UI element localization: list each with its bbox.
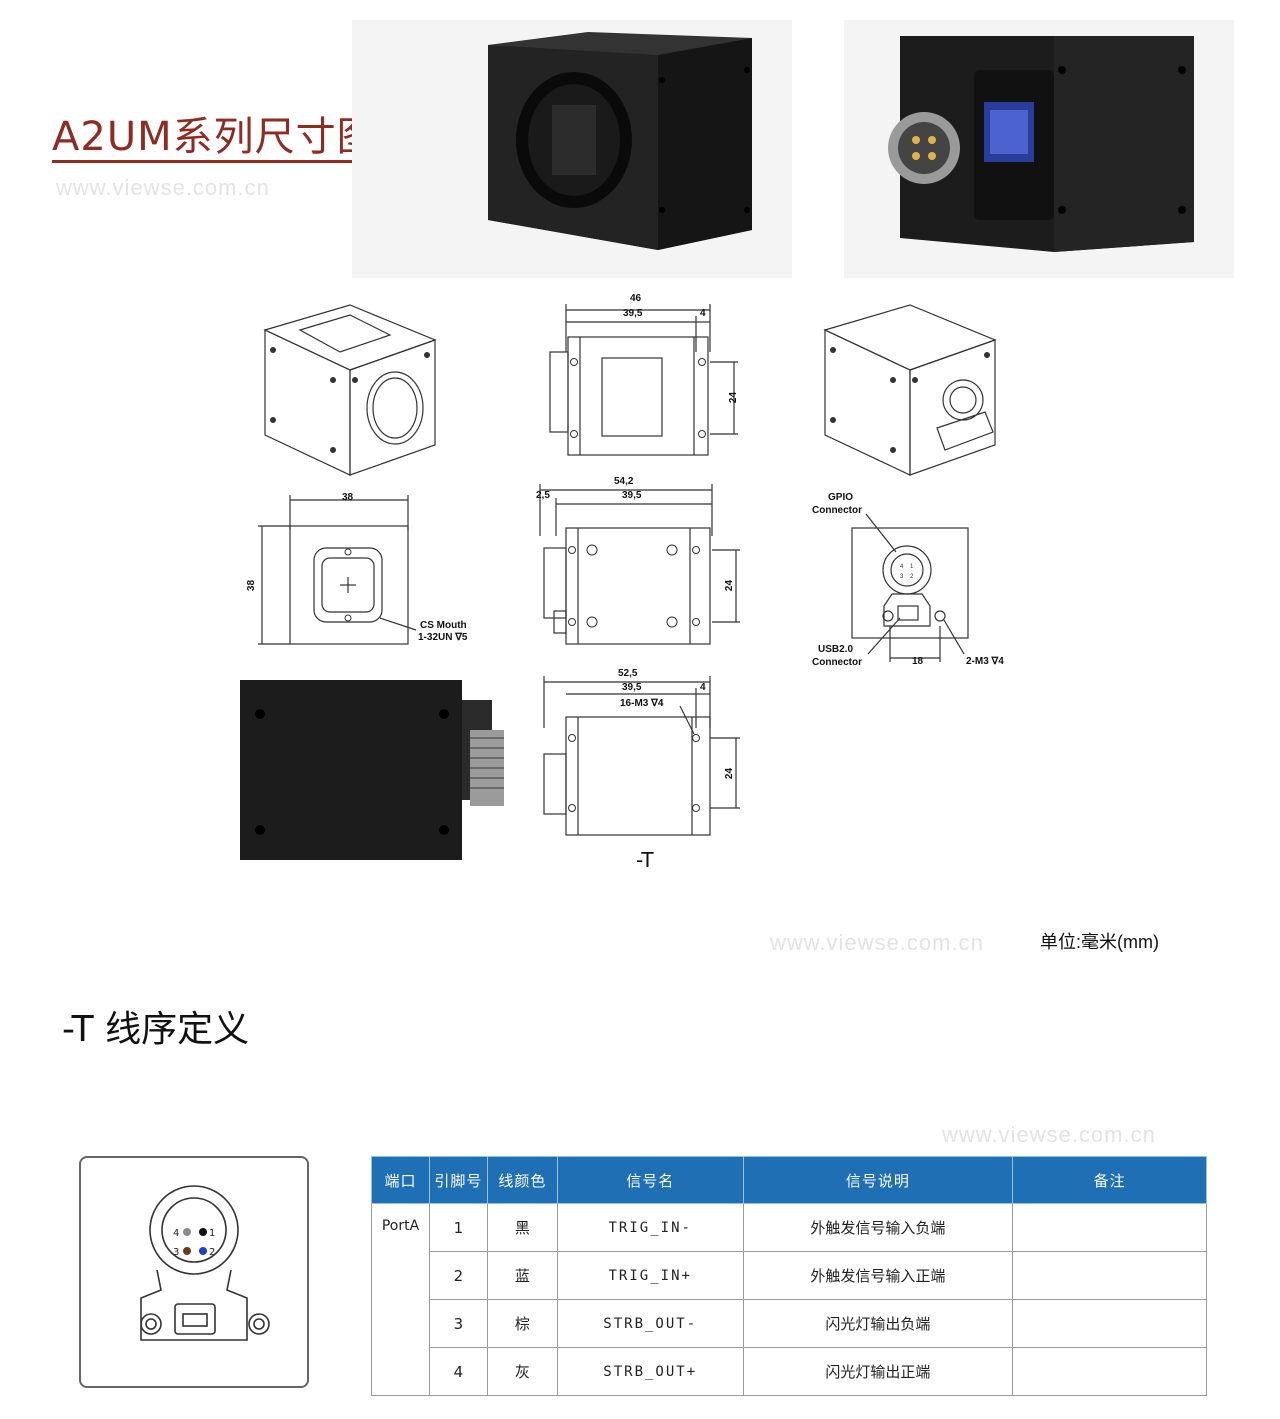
pin-cell: 3 <box>428 1299 488 1348</box>
camera-rear-render <box>888 36 1194 252</box>
signal-name-cell: STRB_OUT- <box>556 1299 744 1348</box>
product-photo-front <box>352 20 792 278</box>
pin-dot-3 <box>183 1247 191 1255</box>
wire-color-cell: 黑 <box>486 1203 558 1252</box>
connector-illustration: 4 1 3 2 <box>140 1185 270 1341</box>
usb-label-2: Connector <box>812 657 862 668</box>
usb-label-1: USB2.0 <box>818 644 854 655</box>
wire-color-cell: 灰 <box>486 1347 558 1396</box>
pin-dot-2 <box>199 1247 207 1255</box>
camera-side-render <box>240 680 504 860</box>
table-header-row: 端口 引脚号 线颜色 信号名 信号说明 备注 <box>371 1156 1207 1204</box>
product-photo-side <box>240 680 510 860</box>
dim-connector-spacing: 18 <box>912 656 924 667</box>
signal-name-cell: TRIG_IN+ <box>556 1251 744 1300</box>
page-title: A2UM系列尺寸图 <box>52 114 378 160</box>
port-cell: PortA <box>371 1203 430 1396</box>
pin-label-2: 2 <box>209 1247 215 1258</box>
unit-label: 单位:毫米(mm) <box>1040 932 1159 952</box>
camera-front-render <box>488 32 752 250</box>
connector-pin-diagram: 4 1 3 2 <box>79 1156 309 1388</box>
table-row: 3 棕 STRB_OUT- 闪光灯输出负端 <box>372 1299 1207 1348</box>
pin-dot-1 <box>199 1228 207 1236</box>
top-view-drawing <box>549 304 738 456</box>
gpio-label-1: GPIO <box>828 492 854 503</box>
signal-desc-cell: 外触发信号输入正端 <box>742 1251 1014 1300</box>
mount-label-1: CS Mouth <box>420 620 467 631</box>
header-wire-color: 线颜色 <box>486 1156 558 1204</box>
wire-color-cell: 棕 <box>486 1299 558 1348</box>
signal-desc-cell: 闪光灯输出正端 <box>742 1347 1014 1396</box>
dim-overall-top: 46 <box>630 293 642 304</box>
pin-cell: 1 <box>428 1203 488 1252</box>
pin-label-3: 3 <box>173 1247 179 1258</box>
gpio-label-2: Connector <box>812 505 862 516</box>
product-photo-rear <box>844 20 1234 278</box>
section-title: -T 线序定义 <box>62 1009 250 1050</box>
pin-cell: 2 <box>428 1251 488 1300</box>
wire-color-cell: 蓝 <box>486 1251 558 1300</box>
note-cell <box>1012 1299 1207 1348</box>
pin-label-4: 4 <box>173 1228 179 1239</box>
dim-edge-bottom: 4 <box>700 682 706 693</box>
pin-label-1: 1 <box>209 1228 215 1239</box>
header-pin: 引脚号 <box>428 1156 488 1204</box>
dim-body-bottom: 39,5 <box>622 682 642 693</box>
dim-front-side: 2,5 <box>536 490 550 501</box>
variant-label: -T <box>636 848 654 872</box>
screw-spec-label: 2-M3 ∇4 <box>966 656 1004 667</box>
svg-text:1: 1 <box>910 564 914 570</box>
bottom-view-drawing <box>543 676 740 836</box>
signal-name-cell: STRB_OUT+ <box>556 1347 744 1396</box>
table-row: 2 蓝 TRIG_IN+ 外触发信号输入正端 <box>372 1251 1207 1300</box>
note-cell <box>1012 1347 1207 1396</box>
table-row: 4 灰 STRB_OUT+ 闪光灯输出正端 <box>372 1347 1207 1396</box>
pin-dot-4 <box>183 1228 191 1236</box>
note-cell <box>1012 1251 1207 1300</box>
dim-height-bottom: 24 <box>724 767 736 780</box>
title-underline <box>52 160 422 163</box>
header-note: 备注 <box>1012 1156 1207 1204</box>
thread-spec-label: 16-M3 ∇4 <box>620 698 664 709</box>
signal-desc-cell: 闪光灯输出负端 <box>742 1299 1014 1348</box>
dim-overall-bottom: 52,5 <box>618 668 638 679</box>
pin-definition-table: 端口 引脚号 线颜色 信号名 信号说明 备注 PortA 1 黑 TRIG_IN… <box>371 1156 1207 1396</box>
side-view-drawing <box>539 484 740 645</box>
dim-height-side: 24 <box>724 579 736 592</box>
svg-text:3: 3 <box>900 574 904 580</box>
header-signal-desc: 信号说明 <box>742 1156 1014 1204</box>
watermark: www.viewse.com.cn <box>770 930 984 955</box>
header-port: 端口 <box>371 1156 430 1204</box>
watermark: www.viewse.com.cn <box>56 175 270 200</box>
dim-height-top: 24 <box>728 391 740 404</box>
mount-label-2: 1-32UN ∇5 <box>418 632 468 643</box>
signal-desc-cell: 外触发信号输入负端 <box>742 1203 1014 1252</box>
dim-front-width: 38 <box>342 492 354 503</box>
watermark: www.viewse.com.cn <box>942 1122 1156 1147</box>
iso-drawing-rear <box>823 304 997 476</box>
table-row: PortA 1 黑 TRIG_IN- 外触发信号输入负端 <box>371 1203 1207 1396</box>
pin-cell: 4 <box>428 1347 488 1396</box>
svg-text:4: 4 <box>900 564 904 570</box>
note-cell <box>1012 1203 1207 1252</box>
svg-text:2: 2 <box>910 574 914 580</box>
dim-body-side: 39,5 <box>622 490 642 501</box>
dim-front-height: 38 <box>246 579 258 592</box>
header-signal-name: 信号名 <box>556 1156 744 1204</box>
front-view-drawing <box>258 495 417 645</box>
dim-edge-top: 4 <box>700 308 706 319</box>
iso-drawing-front <box>263 304 437 476</box>
signal-name-cell: TRIG_IN- <box>556 1203 744 1252</box>
dim-overall-side: 54,2 <box>614 476 634 487</box>
dim-body-top: 39,5 <box>623 308 643 319</box>
